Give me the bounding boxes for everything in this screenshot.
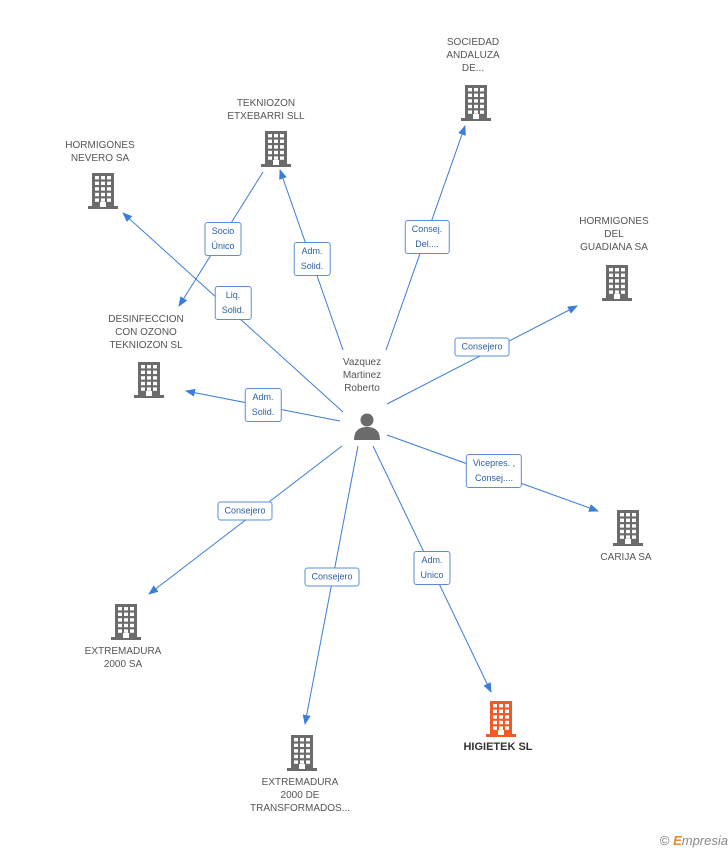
edge-label-tekniozon[interactable]: Adm. Solid.: [293, 242, 331, 276]
footer-brand: © Empresia: [660, 833, 728, 848]
company-label-carija[interactable]: CARIJA SA: [600, 552, 652, 563]
brand-logo-letter: E: [673, 833, 682, 848]
company-label-hormigones-guadiana[interactable]: HORMIGONES DEL GUADIANA SA: [579, 216, 649, 253]
brand-logo-text: mpresia: [681, 833, 728, 848]
building-icon[interactable]: [259, 131, 293, 172]
company-label-tekniozon[interactable]: TEKNIOZON ETXEBARRI SLL: [227, 98, 305, 122]
company-label-extremadura-transformados[interactable]: EXTREMADURA 2000 DE TRANSFORMADOS...: [249, 777, 351, 814]
edge-label-higietek[interactable]: Adm. Unico: [413, 551, 451, 585]
building-icon[interactable]: [600, 265, 634, 306]
building-icon[interactable]: [611, 510, 645, 551]
edge-label-carija[interactable]: Vicepres. , Consej....: [465, 454, 523, 488]
building-icon[interactable]: [459, 85, 493, 126]
company-label-extremadura-2000[interactable]: EXTREMADURA 2000 SA: [84, 646, 162, 670]
building-icon[interactable]: [86, 173, 120, 214]
company-label-hormigones-nevero[interactable]: HORMIGONES NEVERO SA: [65, 140, 135, 164]
company-label-desinfeccion[interactable]: DESINFECCION CON OZONO TEKNIOZON SL: [108, 314, 184, 351]
edge-label-extremadura-2000[interactable]: Consejero: [217, 501, 273, 521]
company-label-higietek[interactable]: HIGIETEK SL: [463, 741, 533, 753]
edge-label-desinfeccion[interactable]: Adm. Solid.: [244, 388, 282, 422]
edge-label-sociedad[interactable]: Consej. Del....: [404, 220, 450, 254]
building-icon[interactable]: [132, 362, 166, 403]
building-icon[interactable]: [285, 735, 319, 776]
edge-label-extremadura-transformados[interactable]: Consejero: [304, 567, 360, 587]
company-label-sociedad[interactable]: SOCIEDAD ANDALUZA DE...: [446, 37, 500, 74]
edge-label-hormigones-guadiana[interactable]: Consejero: [454, 337, 510, 357]
edge-label-hormigones-nevero[interactable]: Liq. Solid.: [214, 286, 252, 320]
person-name-label[interactable]: Vazquez Martinez Roberto: [342, 357, 382, 394]
building-icon[interactable]: [484, 701, 518, 742]
person-icon[interactable]: [352, 411, 382, 446]
edge-label-desinfeccion[interactable]: Socio Único: [204, 222, 242, 256]
copyright-symbol: ©: [659, 833, 670, 848]
building-icon[interactable]: [109, 604, 143, 645]
